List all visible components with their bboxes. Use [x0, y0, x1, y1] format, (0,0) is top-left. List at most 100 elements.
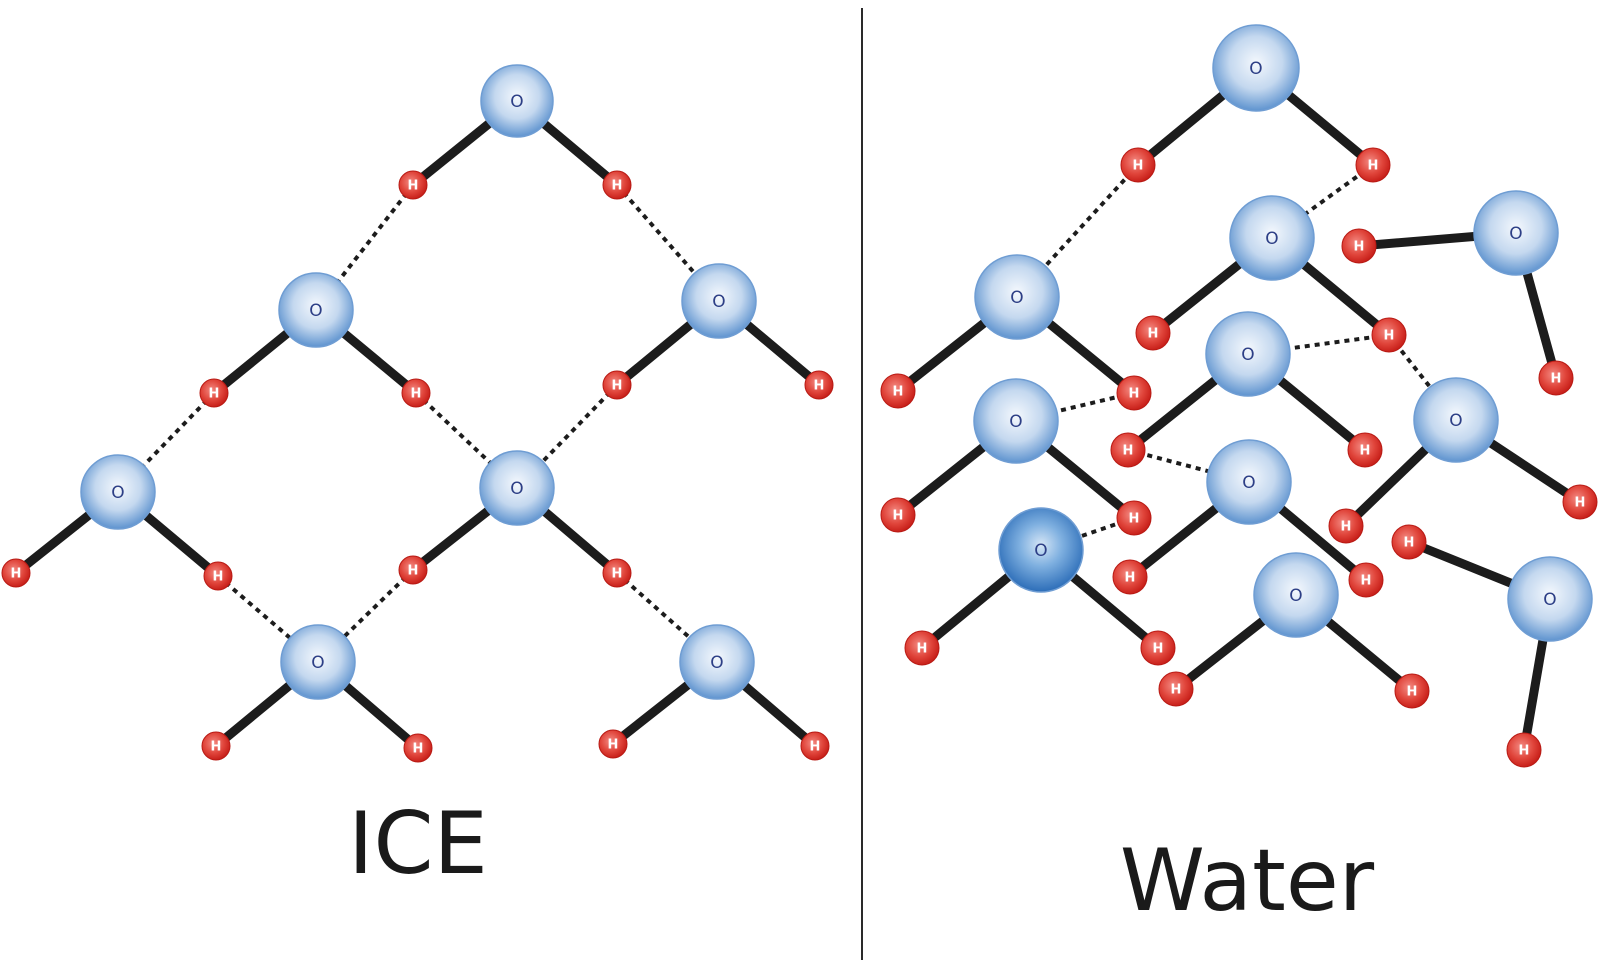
ice-oxygen-atom: O — [479, 450, 555, 526]
hydrogen-atom-icon — [1116, 500, 1152, 536]
ice-hydrogen-atom: H — [398, 555, 428, 585]
water-oxygen-atom: O — [1413, 377, 1499, 463]
water-hydrogen-atom: H — [1341, 228, 1377, 264]
hydrogen-atom-icon — [880, 497, 916, 533]
ice-hydrogen-atom: H — [403, 733, 433, 763]
ice-hydrogen-atom: H — [201, 731, 231, 761]
ice-hydrogen-atom: H — [401, 378, 431, 408]
hydrogen-atom-icon — [1135, 315, 1171, 351]
water-hydrogen-atom: H — [1506, 732, 1542, 768]
water-hydrogen-atom: H — [1562, 484, 1598, 520]
water-hydrogen-atom: H — [1538, 360, 1574, 396]
ice-oxygen-atom: O — [681, 263, 757, 339]
water-oxygen-atom: O — [1212, 24, 1300, 112]
hydrogen-atom-icon — [602, 558, 632, 588]
hydrogen-atom-icon — [1116, 375, 1152, 411]
ice-oxygen-atom: O — [278, 272, 354, 348]
water-oxygen-atom: O — [973, 378, 1059, 464]
oxygen-atom-icon — [974, 254, 1060, 340]
oxygen-atom-icon — [1473, 190, 1559, 276]
water-hydrogen-atom: H — [1328, 508, 1364, 544]
hydrogen-atom-icon — [880, 373, 916, 409]
oxygen-atom-icon — [973, 378, 1059, 464]
oxygen-atom-icon — [679, 624, 755, 700]
oxygen-atom-icon — [479, 450, 555, 526]
water-hydrogen-atom: H — [1371, 317, 1407, 353]
hydrogen-atom-icon — [598, 729, 628, 759]
covalent-bond-layer — [11, 63, 1585, 755]
ice-oxygen-atom: O — [679, 624, 755, 700]
water-oxygen-atom: O — [1253, 552, 1339, 638]
water-hydrogen-atom: H — [1355, 147, 1391, 183]
ice-hydrogen-atom: H — [398, 170, 428, 200]
water-hydrogen-atom: H — [1158, 671, 1194, 707]
water-oxygen-atom: O — [998, 507, 1084, 593]
ice-hydrogen-atom: H — [1, 558, 31, 588]
hydrogen-atom-icon — [1348, 562, 1384, 598]
water-hydrogen-atom: H — [1347, 432, 1383, 468]
hydrogen-atom-icon — [1562, 484, 1598, 520]
water-hydrogen-atom: H — [880, 373, 916, 409]
ice-hydrogen-bond — [515, 383, 619, 490]
oxygen-atom-icon — [280, 624, 356, 700]
water-hydrogen-atom: H — [880, 497, 916, 533]
oxygen-atom-icon — [480, 64, 554, 138]
oxygen-atom-icon — [1253, 552, 1339, 638]
hydrogen-atom-icon — [800, 731, 830, 761]
oxygen-atom-icon — [681, 263, 757, 339]
ice-hydrogen-bond — [216, 574, 320, 664]
water-hydrogen-atom: H — [904, 630, 940, 666]
ice-hydrogen-atom: H — [804, 370, 834, 400]
oxygen-atom-icon — [1413, 377, 1499, 463]
hydrogen-atom-icon — [1506, 732, 1542, 768]
ice-hydrogen-atom: H — [602, 370, 632, 400]
water-hydrogen-atom: H — [1348, 562, 1384, 598]
hydrogen-atom-icon — [1347, 432, 1383, 468]
oxygen-atom-icon — [1205, 311, 1291, 397]
water-hydrogen-atom: H — [1110, 432, 1146, 468]
water-title: Water — [1120, 831, 1375, 931]
hydrogen-atom-icon — [403, 733, 433, 763]
water-hydrogen-atom: H — [1116, 375, 1152, 411]
oxygen-atom-icon — [998, 507, 1084, 593]
hydrogen-atom-icon — [1394, 673, 1430, 709]
ice-title: ICE — [348, 794, 488, 894]
ice-hydrogen-atom: H — [800, 731, 830, 761]
hydrogen-atom-icon — [1391, 524, 1427, 560]
hydrogen-atom-icon — [602, 370, 632, 400]
hydrogen-atom-icon — [804, 370, 834, 400]
water-hydrogen-atom: H — [1120, 147, 1156, 183]
ice-hydrogen-atom: H — [602, 170, 632, 200]
hydrogen-atom-icon — [1328, 508, 1364, 544]
hydrogen-atom-icon — [602, 170, 632, 200]
ice-hydrogen-atom: H — [598, 729, 628, 759]
oxygen-atom-icon — [1229, 195, 1315, 281]
ice-hydrogen-atom: H — [602, 558, 632, 588]
hydrogen-atom-icon — [1120, 147, 1156, 183]
hydrogen-atom-icon — [1112, 559, 1148, 595]
ice-oxygen-atom: O — [80, 454, 156, 530]
water-oxygen-atom: O — [1473, 190, 1559, 276]
hydrogen-atom-icon — [401, 378, 431, 408]
water-oxygen-atom: O — [1507, 556, 1593, 642]
oxygen-atom-icon — [278, 272, 354, 348]
oxygen-atom-icon — [1212, 24, 1300, 112]
water-hydrogen-atom: H — [1116, 500, 1152, 536]
ice-oxygen-atom: O — [280, 624, 356, 700]
oxygen-atom-icon — [1507, 556, 1593, 642]
water-oxygen-atom: O — [974, 254, 1060, 340]
hydrogen-atom-icon — [904, 630, 940, 666]
water-oxygen-atom: O — [1229, 195, 1315, 281]
hydrogen-atom-icon — [1110, 432, 1146, 468]
water-oxygen-atom: O — [1205, 311, 1291, 397]
water-hydrogen-atom: H — [1394, 673, 1430, 709]
hydrogen-atom-icon — [1140, 630, 1176, 666]
hydrogen-atom-icon — [398, 555, 428, 585]
oxygen-atom-icon — [1206, 439, 1292, 525]
hydrogen-atom-icon — [1371, 317, 1407, 353]
water-hydrogen-atom: H — [1140, 630, 1176, 666]
water-hydrogen-atom: H — [1391, 524, 1427, 560]
